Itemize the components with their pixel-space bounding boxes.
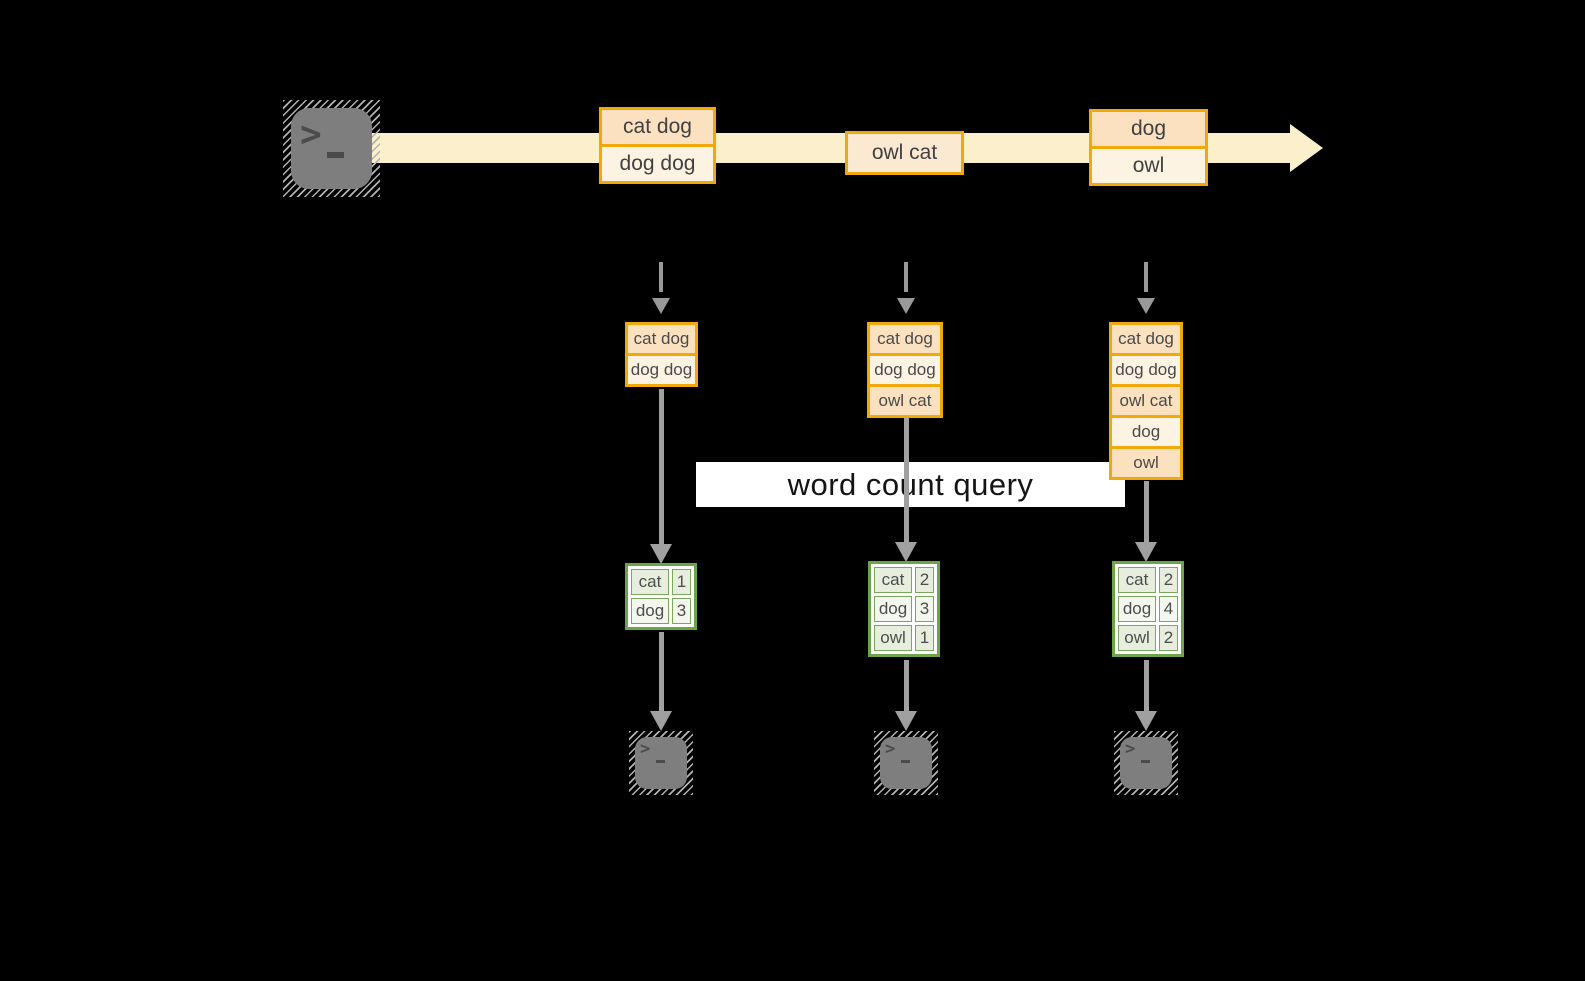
arrow-line — [658, 632, 664, 711]
table-row: dog 3 — [874, 596, 934, 622]
terminal-prompt-chevron: > — [885, 739, 896, 759]
arrowhead-icon — [895, 542, 917, 562]
event-record: owl cat — [845, 131, 964, 175]
count-cell: 2 — [1159, 567, 1178, 593]
word-count-table-right: cat 2 dog 4 owl 2 — [1112, 561, 1184, 657]
result-arrow-middle — [895, 660, 917, 731]
buffered-record: owl cat — [867, 384, 943, 418]
arrowhead-icon — [652, 298, 670, 314]
word-cell: cat — [1118, 567, 1156, 593]
arrow-line — [1143, 481, 1149, 542]
terminal-prompt-chevron: > — [640, 739, 651, 759]
table-row: dog 4 — [1118, 596, 1178, 622]
source-terminal-icon: > — [283, 100, 380, 197]
buffered-record: cat dog — [625, 322, 698, 356]
stream-event-box-2: owl cat — [845, 131, 964, 175]
buffered-record: dog — [1109, 415, 1183, 449]
terminal-cursor — [656, 760, 665, 763]
count-cell: 3 — [915, 596, 934, 622]
arrowhead-icon — [650, 711, 672, 731]
terminal-screen: > — [291, 108, 372, 189]
terminal-screen: > — [1120, 737, 1172, 789]
ingest-arrow-middle — [897, 262, 915, 314]
word-count-table-middle: cat 2 dog 3 owl 1 — [868, 561, 940, 657]
dashed-line — [904, 262, 908, 292]
word-cell: dog — [1118, 596, 1156, 622]
count-cell: 3 — [672, 598, 691, 624]
terminal-prompt-chevron: > — [300, 114, 322, 155]
table-row: cat 2 — [1118, 567, 1178, 593]
buffered-record: dog dog — [625, 353, 698, 387]
buffered-record: owl cat — [1109, 384, 1183, 418]
word-cell: cat — [874, 567, 912, 593]
ingest-arrow-right — [1137, 262, 1155, 314]
table-row: owl 1 — [874, 625, 934, 651]
query-arrow-right — [1135, 481, 1157, 562]
query-arrow-middle — [895, 418, 917, 562]
query-label-banner: word count query — [696, 462, 1125, 507]
count-cell: 1 — [915, 625, 934, 651]
terminal-screen: > — [880, 737, 932, 789]
table-row: dog 3 — [631, 598, 691, 624]
count-cell: 1 — [672, 569, 691, 595]
buffered-record: owl — [1109, 446, 1183, 480]
arrowhead-icon — [1135, 542, 1157, 562]
event-record: dog dog — [599, 144, 716, 184]
stream-event-box-3: dog owl — [1089, 109, 1208, 186]
terminal-cursor — [327, 152, 344, 158]
count-cell: 4 — [1159, 596, 1178, 622]
word-cell: cat — [631, 569, 669, 595]
terminal-screen: > — [635, 737, 687, 789]
arrow-line — [903, 660, 909, 711]
arrow-line — [903, 418, 909, 542]
dashed-line — [1144, 262, 1148, 292]
sink-terminal-icon-right: > — [1114, 731, 1178, 795]
count-cell: 2 — [1159, 625, 1178, 651]
terminal-cursor — [1141, 760, 1150, 763]
buffered-record: cat dog — [867, 322, 943, 356]
ingest-arrow-left — [652, 262, 670, 314]
word-cell: owl — [1118, 625, 1156, 651]
buffered-records-right: cat dog dog dog owl cat dog owl — [1109, 322, 1183, 480]
event-record: dog — [1089, 109, 1208, 149]
query-label: word count query — [787, 466, 1034, 502]
arrowhead-icon — [895, 711, 917, 731]
terminal-cursor — [901, 760, 910, 763]
table-row: cat 1 — [631, 569, 691, 595]
sink-terminal-icon-middle: > — [874, 731, 938, 795]
count-cell: 2 — [915, 567, 934, 593]
arrowhead-icon — [650, 544, 672, 564]
buffered-record: cat dog — [1109, 322, 1183, 356]
stream-event-box-1: cat dog dog dog — [599, 107, 716, 184]
buffered-records-middle: cat dog dog dog owl cat — [867, 322, 943, 418]
word-cell: dog — [874, 596, 912, 622]
result-arrow-right — [1135, 660, 1157, 731]
arrow-line — [658, 389, 664, 544]
table-row: cat 2 — [874, 567, 934, 593]
stream-timeline-arrowhead — [1290, 124, 1323, 172]
terminal-prompt-chevron: > — [1125, 739, 1136, 759]
event-record: cat dog — [599, 107, 716, 147]
word-cell: owl — [874, 625, 912, 651]
arrowhead-icon — [1137, 298, 1155, 314]
arrow-line — [1143, 660, 1149, 711]
query-arrow-left — [650, 389, 672, 564]
sink-terminal-icon-left: > — [629, 731, 693, 795]
word-count-table-left: cat 1 dog 3 — [625, 563, 697, 630]
buffered-record: dog dog — [1109, 353, 1183, 387]
table-row: owl 2 — [1118, 625, 1178, 651]
dashed-line — [659, 262, 663, 292]
arrowhead-icon — [897, 298, 915, 314]
event-record: owl — [1089, 146, 1208, 186]
result-arrow-left — [650, 632, 672, 731]
arrowhead-icon — [1135, 711, 1157, 731]
word-cell: dog — [631, 598, 669, 624]
buffered-records-left: cat dog dog dog — [625, 322, 698, 387]
buffered-record: dog dog — [867, 353, 943, 387]
